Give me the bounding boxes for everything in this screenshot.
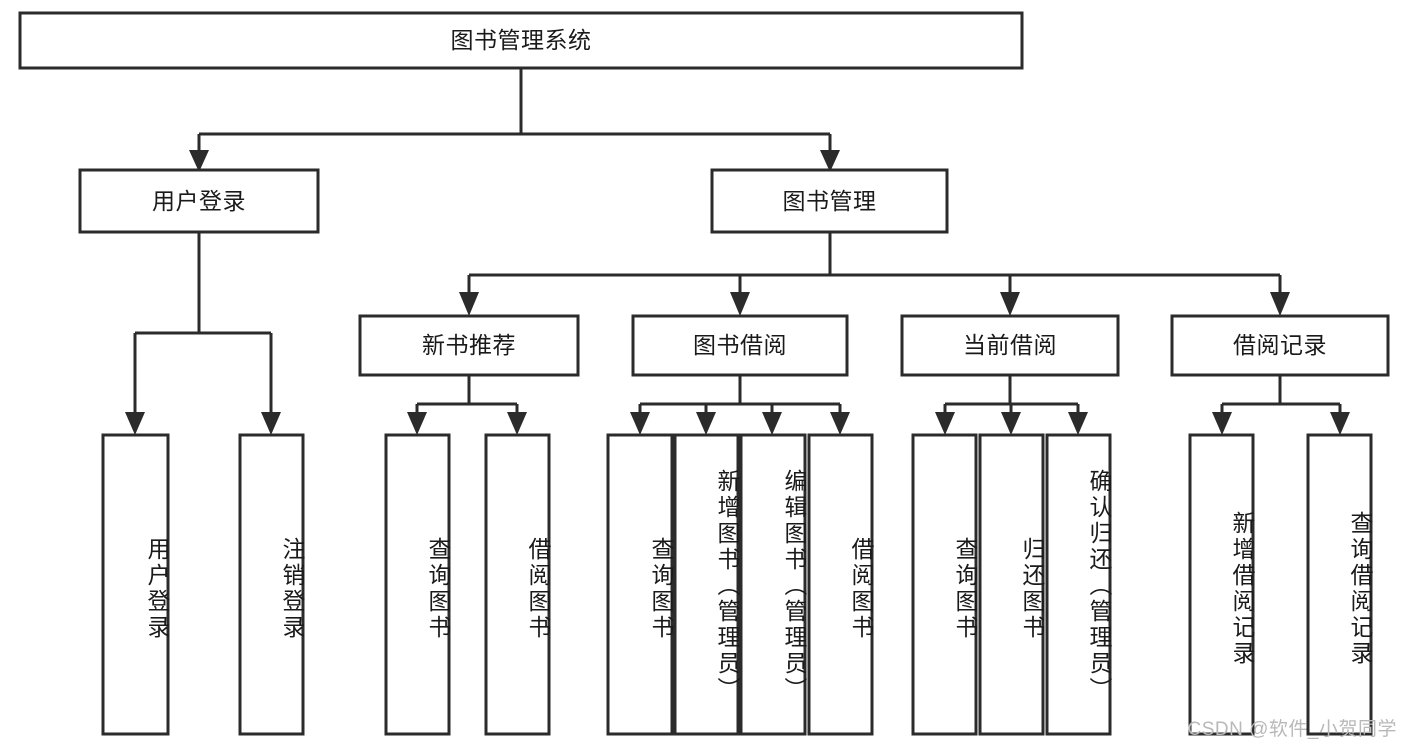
arrow-head-to-borrow-record [1270,292,1290,316]
arrow-head-leaf-book-borrow-4 [830,412,850,435]
arrow-head-leaf-book-borrow-3 [762,412,782,435]
connector-group-root-to-level1 [189,68,840,172]
arrow-head-to-user-login [189,150,209,172]
node-level2-book-borrow-box[interactable] [631,314,849,377]
arrow-head-leaf-book-borrow-2 [696,412,716,435]
node-leaf-box-current-borrow-3[interactable] [1045,433,1112,736]
arrow-head-to-book-borrow [730,292,750,316]
node-level2-new-book-box[interactable] [358,314,580,377]
node-leaf-box-book-borrow-3[interactable] [739,433,807,736]
node-leaf-box-current-borrow-2[interactable] [978,433,1045,736]
watermark-text: CSDN @软件_小贺同学 [1187,719,1397,740]
node-root-box[interactable] [18,11,1024,70]
arrow-head-leaf-borrow-record-1 [1212,412,1232,435]
arrow-head-to-new-book [459,292,479,316]
node-level2-borrow-record-box[interactable] [1170,314,1390,377]
node-leaf-box-book-borrow-1[interactable] [606,433,674,736]
arrow-head-leaf-borrow-record-2 [1330,412,1350,435]
connector-group-book-borrow-to-leaves [630,375,850,435]
node-level2-current-borrow-box[interactable] [900,314,1120,377]
arrow-head-leaf-user-login-2 [261,412,281,435]
arrow-head-to-current-borrow [1000,292,1020,316]
node-leaf-box-borrow-record-1[interactable] [1188,433,1255,736]
node-leaf-box-current-borrow-1[interactable] [911,433,978,736]
node-leaf-box-borrow-record-2[interactable] [1306,433,1373,736]
arrow-head-to-book-manage [820,150,840,172]
node-leaf-box-book-borrow-4[interactable] [807,433,874,736]
arrow-head-leaf-book-borrow-1 [630,412,650,435]
connector-group-current-borrow-to-leaves [935,375,1088,435]
connector-group-borrow-record-to-leaves [1212,375,1350,435]
arrow-head-leaf-new-book-2 [507,412,527,435]
node-level1-user-login-box[interactable] [78,168,320,234]
connector-group-user-login-to-leaves [125,232,281,435]
node-leaf-box-user-login-1[interactable] [101,433,170,736]
arrow-head-leaf-user-login-1 [125,412,145,435]
node-leaf-box-new-book-2[interactable] [484,433,551,736]
arrow-head-leaf-current-borrow-3 [1068,412,1088,435]
node-leaf-box-book-borrow-2[interactable] [673,433,740,736]
connector-group-new-book-to-leaves [407,375,527,435]
arrow-head-leaf-current-borrow-2 [1001,412,1021,435]
arrow-head-leaf-current-borrow-1 [935,412,955,435]
node-level1-book-manage-box[interactable] [710,168,949,234]
arrow-head-leaf-new-book-1 [407,412,427,435]
connector-group-book-manage-to-level2 [459,232,1290,316]
node-leaf-box-user-login-2[interactable] [238,433,305,736]
node-leaf-box-new-book-1[interactable] [384,433,451,736]
